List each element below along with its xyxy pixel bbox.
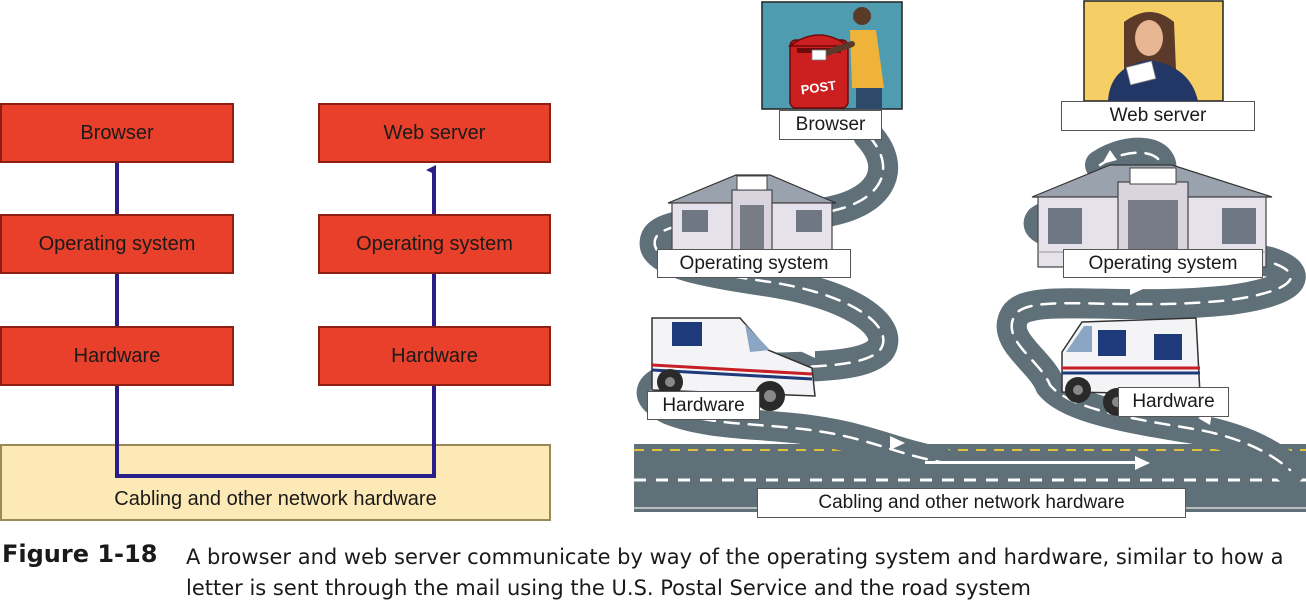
os-box-left: Operating system [0, 214, 234, 274]
web-server-label: Web server [1061, 101, 1255, 131]
hardware-label-right: Hardware [1118, 387, 1229, 417]
data-path-line [115, 162, 436, 478]
letter-reader-scene [1083, 0, 1224, 102]
browser-label: Browser [779, 110, 882, 140]
post-office-left [667, 174, 837, 251]
network-hardware-box: Cabling and other network hardware [0, 444, 551, 521]
mailbox-post-text: POST [800, 78, 837, 98]
os-label-left: Operating system [657, 249, 851, 278]
browser-box: Browser [0, 103, 234, 163]
connector-lines [115, 162, 436, 478]
figure-number: Figure 1-18 [2, 540, 158, 568]
hardware-label-left: Hardware [647, 391, 760, 420]
web-server-box: Web server [318, 103, 551, 163]
os-label-right: Operating system [1063, 249, 1263, 278]
arrow-icon [1102, 150, 1117, 164]
arrow-icon [1130, 281, 1145, 295]
mailbox-scene: POST [761, 1, 903, 110]
figure-caption-text: A browser and web server communicate by … [186, 545, 1284, 600]
mail-truck-left [651, 317, 816, 411]
arrow-icon [800, 344, 815, 358]
arrow-icon [890, 436, 905, 450]
hardware-box-right: Hardware [318, 326, 551, 386]
road-arrows [800, 150, 1212, 470]
os-box-right: Operating system [318, 214, 551, 274]
network-hardware-road-label: Cabling and other network hardware [757, 488, 1186, 518]
mail-truck-right [1061, 317, 1201, 416]
network-hardware-label: Cabling and other network hardware [114, 488, 437, 510]
hardware-box-left: Hardware [0, 326, 234, 386]
